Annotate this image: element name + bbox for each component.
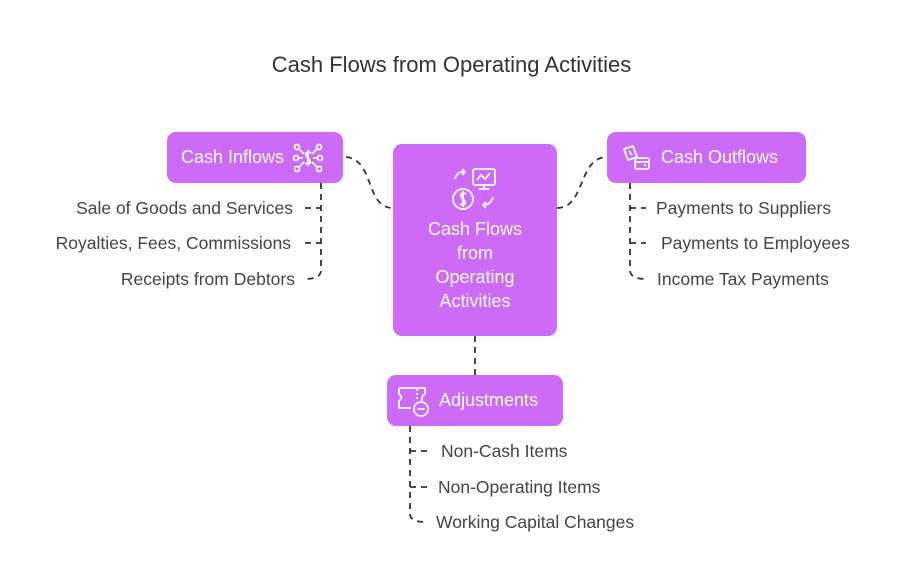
adjustment-item: Non-Operating Items <box>438 477 601 497</box>
center-label-line: Operating <box>435 267 515 287</box>
inflow-item: Sale of Goods and Services <box>76 198 293 218</box>
cash-inflows-label: Cash Inflows <box>181 147 285 167</box>
outflow-item: Income Tax Payments <box>657 269 829 289</box>
center-label-line: Activities <box>439 291 511 311</box>
cash-outflows-label: Cash Outflows <box>661 147 779 167</box>
inflow-item: Receipts from Debtors <box>120 269 295 289</box>
ticket-minus-icon <box>398 386 429 417</box>
cash-flow-chart-icon <box>452 168 496 210</box>
cash-outflows-box: Cash Outflows <box>607 132 806 183</box>
center-label-line: Cash Flows <box>427 219 523 239</box>
diagram-title: Cash Flows from Operating Activities <box>271 52 632 77</box>
center-label-line: from <box>457 243 493 263</box>
outflow-item: Payments to Suppliers <box>656 198 832 218</box>
wallet-outflow-icon <box>622 144 650 170</box>
adjustments-box: Adjustments <box>387 375 563 426</box>
adjustment-item: Non-Cash Items <box>441 441 568 461</box>
adjustments-label: Adjustments <box>439 390 539 410</box>
outflow-item: Payments to Employees <box>661 233 850 253</box>
cash-flows-center-box: Cash Flows from Operating Activities <box>393 144 557 336</box>
adjustment-item: Working Capital Changes <box>436 512 635 532</box>
cash-inflows-box: Cash Inflows <box>167 132 343 183</box>
inflow-item: Royalties, Fees, Commissions <box>55 233 291 253</box>
network-dollar-icon <box>292 143 324 172</box>
